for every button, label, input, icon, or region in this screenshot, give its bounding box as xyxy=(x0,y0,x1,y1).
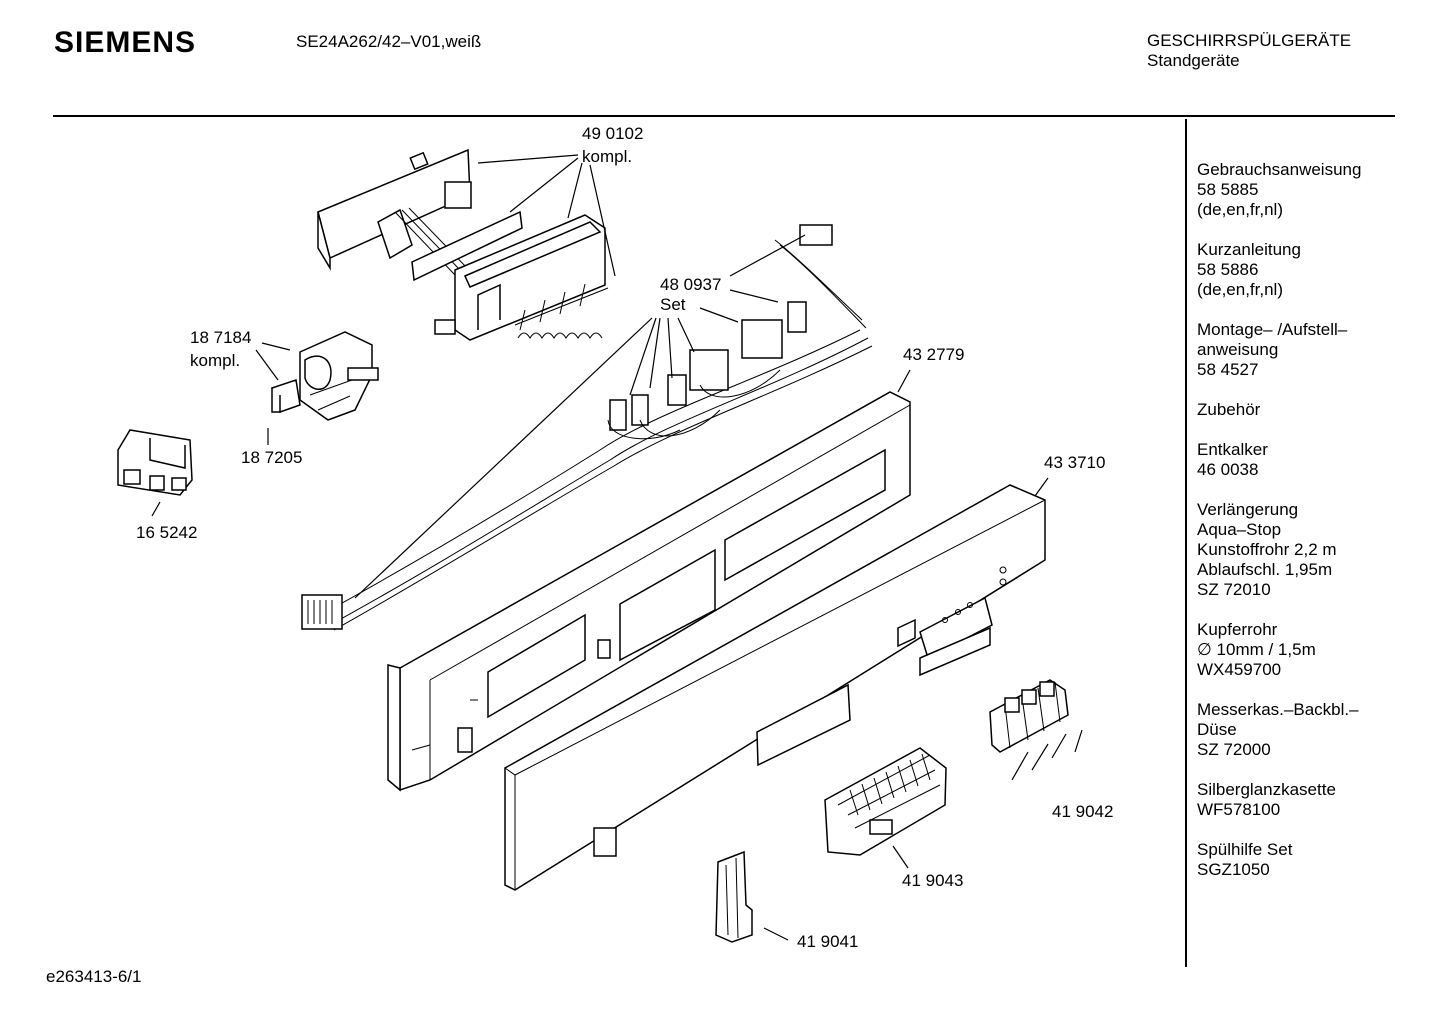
brand-logo: SIEMENS xyxy=(54,26,197,59)
accessory-detail: Kunstoffrohr 2,2 m xyxy=(1197,540,1337,559)
accessory-detail: 58 5886 xyxy=(1197,260,1259,279)
accessory-name: Kurzanleitung xyxy=(1197,240,1301,259)
model-number: SE24A262/42–V01,weiß xyxy=(296,32,482,51)
part-165242-terminal-block[interactable] xyxy=(117,429,193,496)
leader-line-432779 xyxy=(897,369,911,393)
accessory-detail: SZ 72010 xyxy=(1197,580,1271,599)
accessory-detail: SGZ1050 xyxy=(1197,860,1270,879)
leader-line-433710 xyxy=(1034,477,1049,497)
label-490102-number: 49 0102 xyxy=(582,124,643,143)
accessory-entry: Zubehör xyxy=(1197,400,1437,420)
accessory-detail: Aqua–Stop xyxy=(1197,520,1282,539)
accessory-detail: WF578100 xyxy=(1197,800,1281,819)
label-419041-number: 41 9041 xyxy=(797,932,858,951)
accessory-name: Entkalker xyxy=(1197,440,1268,459)
part-419043-dispenser[interactable] xyxy=(824,747,947,856)
label-165242-number: 16 5242 xyxy=(136,523,197,542)
leader-lines-419042 xyxy=(1011,729,1083,781)
accessory-detail: WX459700 xyxy=(1197,660,1282,679)
drawing-id: e263413-6/1 xyxy=(46,967,142,986)
accessory-name: Kupferrohr xyxy=(1197,620,1278,639)
label-419042-number: 41 9042 xyxy=(1052,802,1113,821)
exploded-parts-diagram: 49 0102 kompl. 48 0937 Set 18 7184 kompl… xyxy=(117,124,1113,951)
accessory-name: Spülhilfe Set xyxy=(1197,840,1293,859)
category-title: GESCHIRRSPÜLGERÄTE xyxy=(1147,31,1352,50)
header-divider xyxy=(53,115,1395,117)
leader-lines-187184 xyxy=(255,342,291,381)
accessory-name: Montage– /Aufstell– xyxy=(1197,320,1348,339)
accessory-detail: (de,en,fr,nl) xyxy=(1197,280,1283,299)
label-187184-number: 18 7184 xyxy=(190,328,251,347)
accessory-name: Verlängerung xyxy=(1197,500,1299,519)
label-187184-note: kompl. xyxy=(190,351,240,370)
label-432779-number: 43 2779 xyxy=(903,345,964,364)
leader-line-165242 xyxy=(151,501,161,517)
accessory-name: Gebrauchsanweisung xyxy=(1197,160,1362,179)
leader-lines-490102 xyxy=(477,154,616,277)
part-419042-push-buttons[interactable] xyxy=(989,679,1069,753)
accessory-detail: anweisung xyxy=(1197,340,1279,359)
accessory-name: Silberglanzkasette xyxy=(1197,780,1336,799)
part-490102-electronics[interactable] xyxy=(317,148,609,341)
label-419043-number: 41 9043 xyxy=(902,871,963,890)
category-subtitle: Standgeräte xyxy=(1147,51,1240,70)
leader-lines-480937 xyxy=(354,234,806,599)
accessory-detail: 58 5885 xyxy=(1197,180,1259,199)
part-187184-door-lock[interactable] xyxy=(299,331,379,421)
sidebar-divider xyxy=(1185,119,1187,967)
label-433710-number: 43 3710 xyxy=(1044,453,1105,472)
appliance-category: GESCHIRRSPÜLGERÄTE Standgeräte xyxy=(1147,31,1351,71)
label-187205-number: 18 7205 xyxy=(241,448,302,467)
label-490102-note: kompl. xyxy=(582,147,632,166)
part-419041-bracket[interactable] xyxy=(715,850,753,943)
accessory-detail: SZ 72000 xyxy=(1197,740,1271,759)
accessory-name: Zubehör xyxy=(1197,400,1261,419)
accessory-detail: 58 4527 xyxy=(1197,360,1259,379)
part-433710-panel-facia[interactable] xyxy=(504,484,1046,891)
accessory-detail: 46 0038 xyxy=(1197,460,1259,479)
label-480937-number: 48 0937 xyxy=(660,275,721,294)
part-480937-wiring-harness[interactable] xyxy=(301,224,873,631)
accessory-detail: ∅ 10mm / 1,5m xyxy=(1197,640,1316,659)
leader-line-419041 xyxy=(763,927,789,941)
label-480937-note: Set xyxy=(660,295,686,314)
leader-line-419043 xyxy=(892,845,909,869)
accessory-name: Messerkas.–Backbl.– xyxy=(1197,700,1359,719)
accessory-detail: Ablaufschl. 1,95m xyxy=(1197,560,1333,579)
accessory-detail: Düse xyxy=(1197,720,1237,739)
part-432779-panel-frame[interactable] xyxy=(387,391,911,792)
accessory-detail: (de,en,fr,nl) xyxy=(1197,200,1283,219)
part-187205-microswitch[interactable] xyxy=(271,379,301,413)
